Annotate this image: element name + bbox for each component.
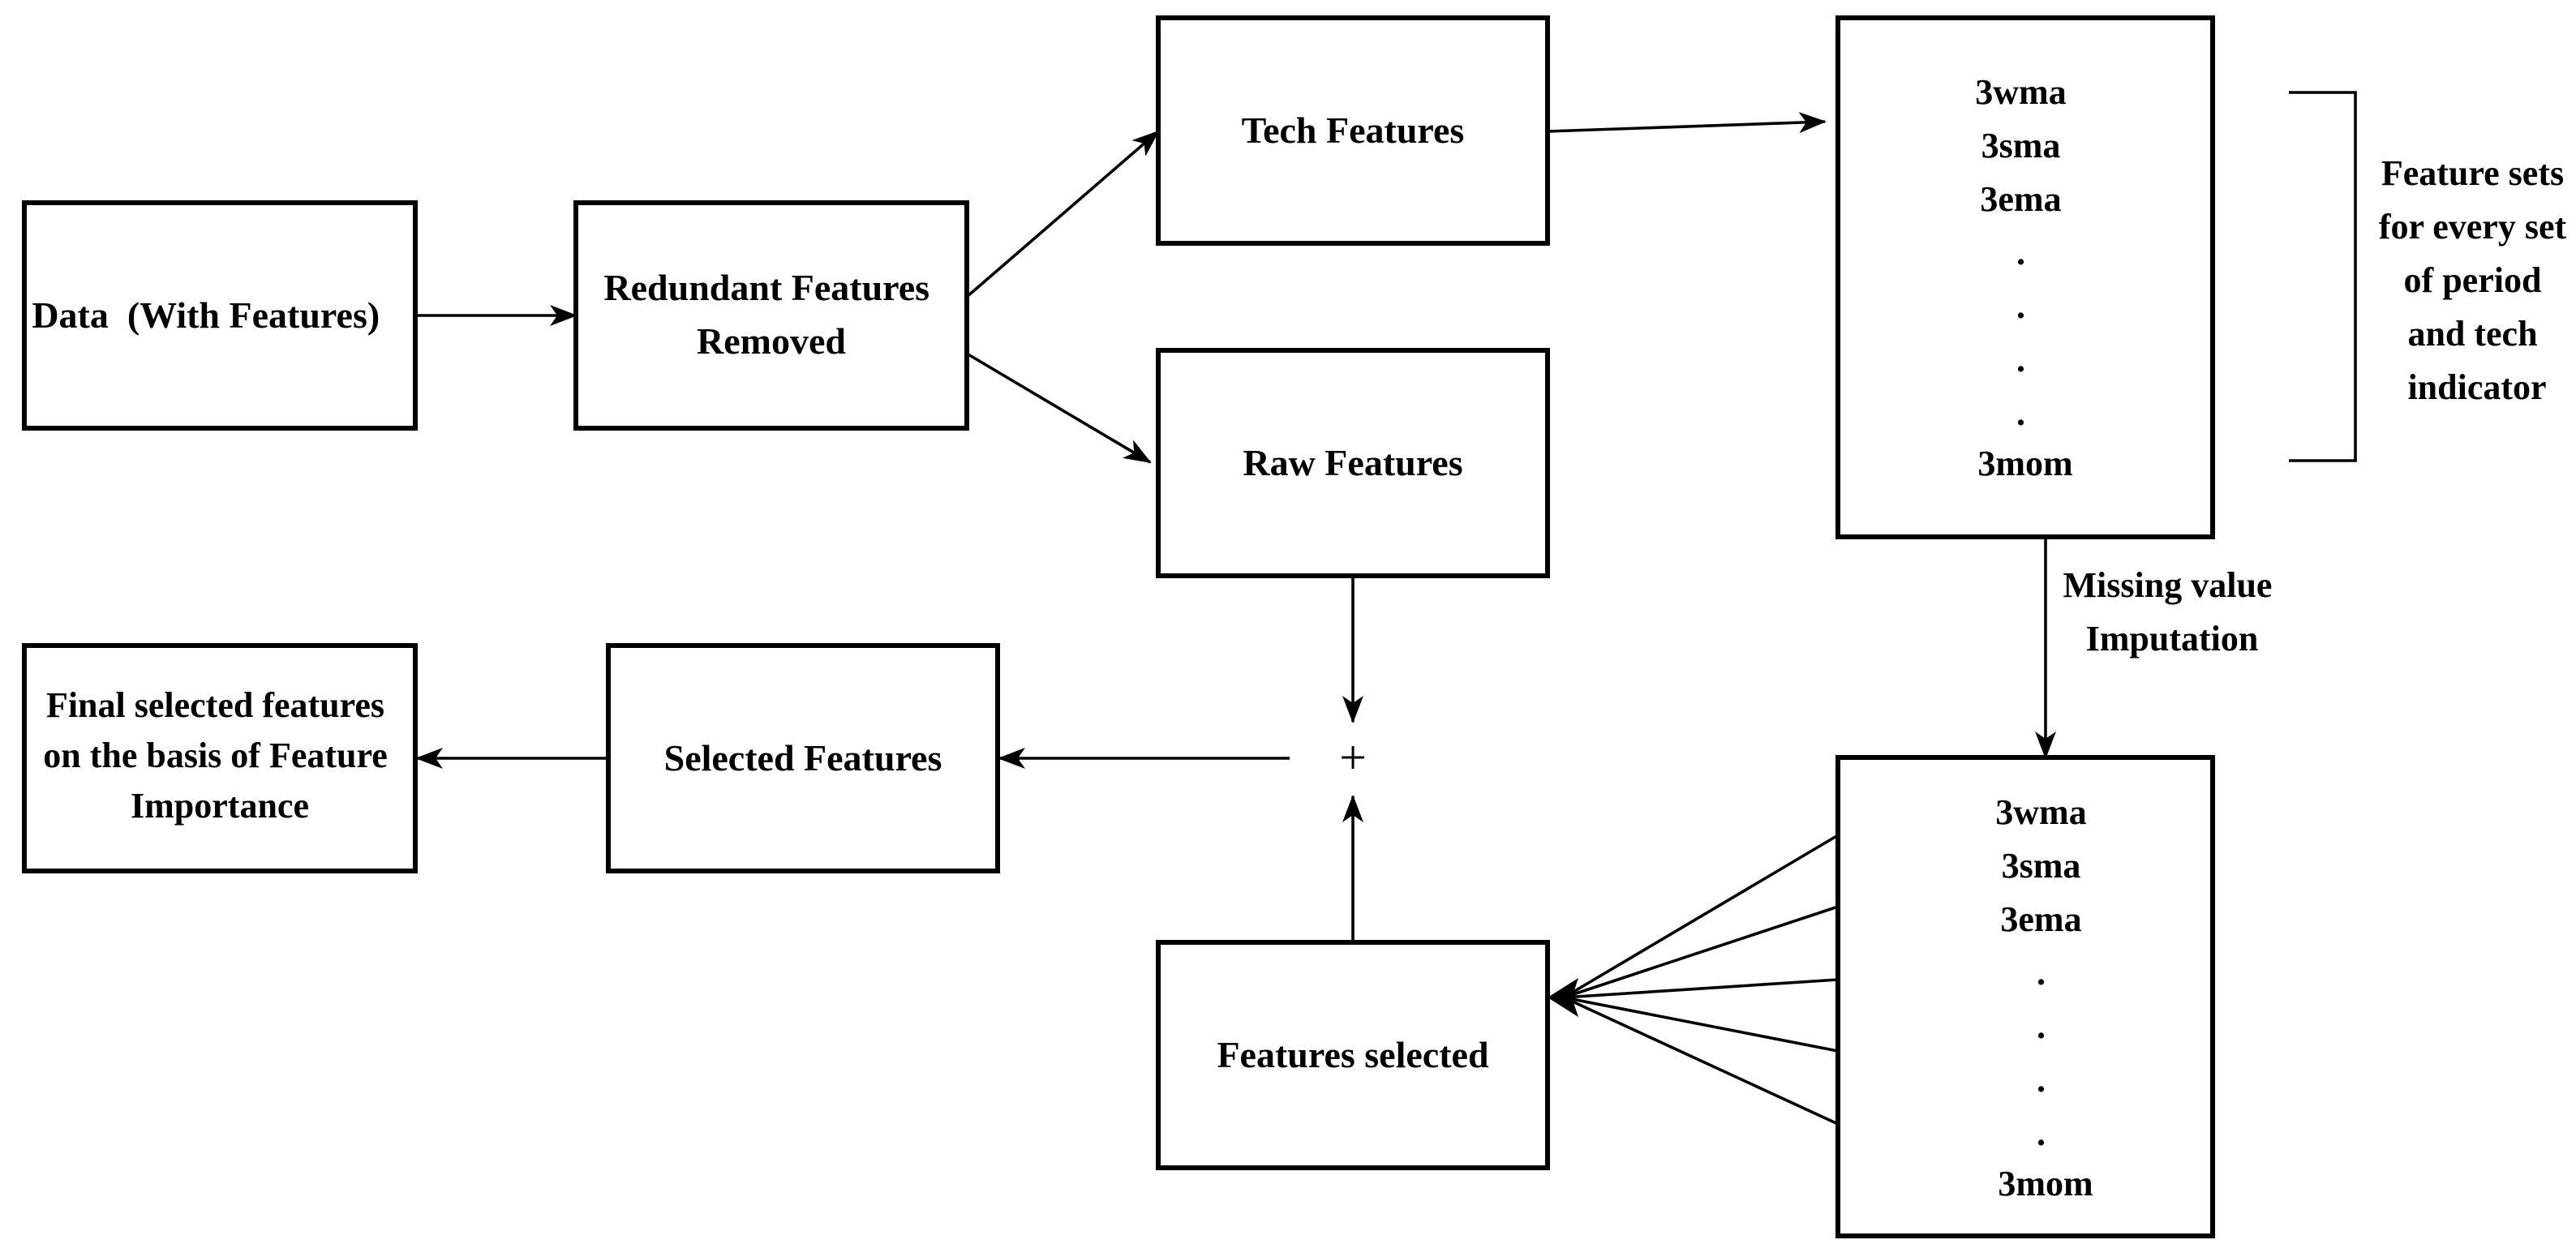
- fan-line: [1563, 834, 1839, 999]
- top-feature-list: 3wma 3sma 3ema . . . . 3mom: [1975, 72, 2075, 483]
- tech-features-label: Tech Features: [1242, 109, 1465, 151]
- raw-features-label: Raw Features: [1243, 442, 1462, 483]
- raw-features-box: [1156, 348, 1550, 578]
- final-features-box: [22, 643, 418, 873]
- redundant-features-box: [573, 200, 969, 431]
- features-selected-label: Features selected: [1217, 1034, 1488, 1075]
- imputation-label: Missing value Imputation: [2063, 565, 2282, 659]
- arrow-redundant-to-raw: [966, 352, 1152, 464]
- fan-line: [1563, 978, 1839, 999]
- final-features-label: Final selected features on the basis of …: [43, 685, 397, 826]
- arrow-tech-to-list: [1547, 112, 1827, 134]
- redundant-features-label: Redundant Features Removed: [603, 267, 938, 362]
- features-selected-box: [1156, 940, 1550, 1170]
- fan-in-arrowhead: [1548, 978, 1578, 1017]
- bottom-feature-list: 3wma 3sma 3ema . . . . 3mom: [1995, 792, 2095, 1203]
- combine-plus-symbol: +: [1339, 731, 1367, 784]
- selected-features-label: Selected Features: [664, 737, 942, 779]
- bottom-feature-list-box: [1835, 755, 2215, 1238]
- data-label: Data (With Features): [32, 294, 407, 336]
- top-feature-list-box: [1835, 15, 2215, 539]
- bracket-note: Feature sets for every set of period and…: [2379, 153, 2575, 407]
- data-box: [22, 200, 418, 431]
- fan-line: [1563, 996, 1839, 1053]
- tech-features-box: [1156, 15, 1550, 246]
- fan-line: [1563, 996, 1839, 1126]
- fan-line: [1563, 905, 1839, 999]
- feature-set-bracket: [2289, 91, 2357, 462]
- selected-features-box: [606, 643, 1000, 873]
- fan-in-lines: [1548, 834, 1839, 1126]
- arrow-redundant-to-tech: [965, 130, 1160, 298]
